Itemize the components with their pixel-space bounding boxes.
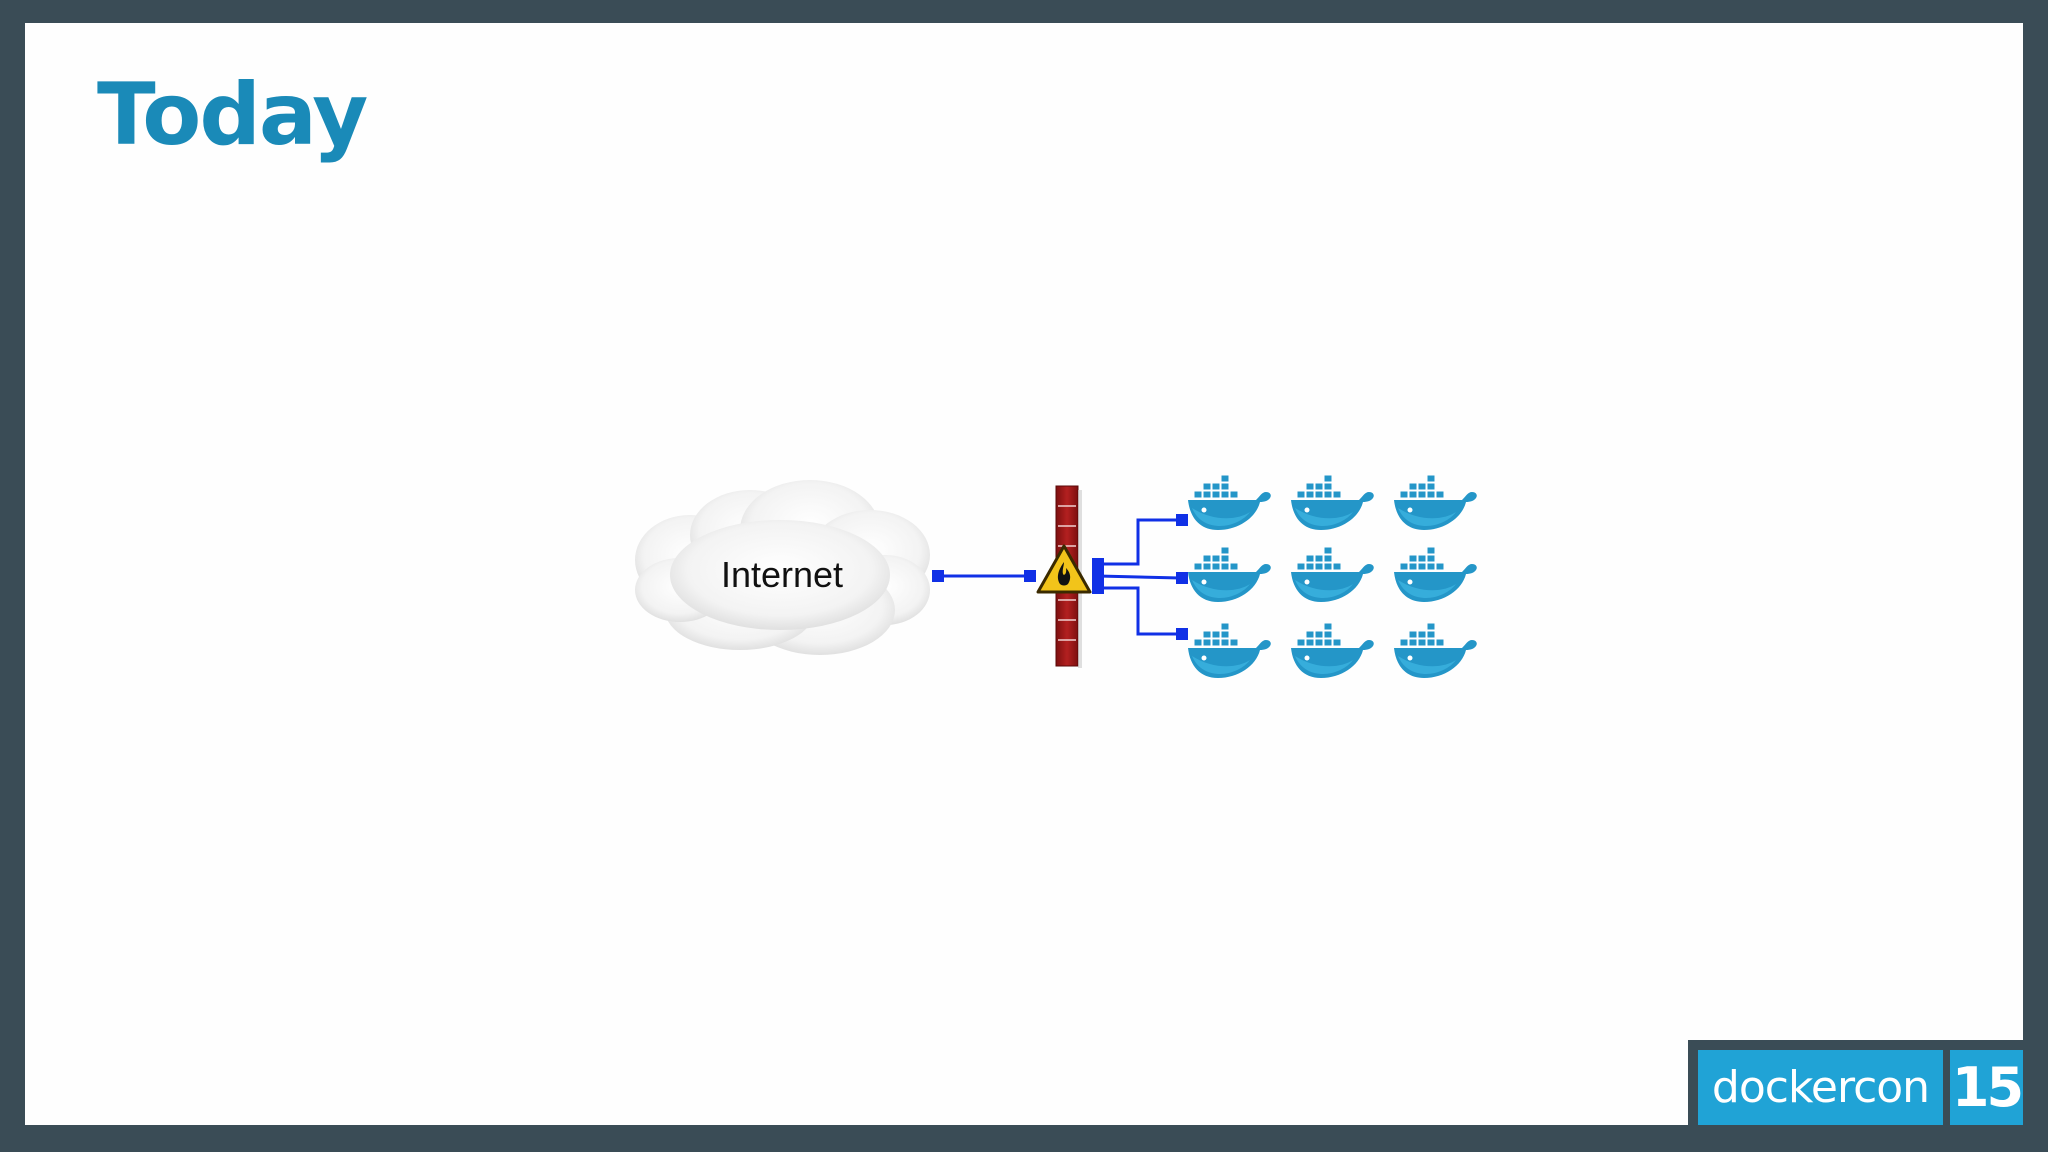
docker-whale-icon [1290,546,1375,603]
internet-firewall-link [932,570,1036,582]
docker-whale-icon [1290,622,1375,679]
brand-number: 15 [1950,1050,2024,1125]
docker-whale-icon [1393,622,1478,679]
brand-name: dockercon [1698,1050,1943,1125]
slide-title: Today [97,65,368,165]
container-grid [1187,474,1478,679]
docker-whale-icon [1187,546,1272,603]
docker-whale-icon [1393,546,1478,603]
internet-cloud: Internet [635,480,930,655]
firewall-icon [1036,485,1092,668]
cloud-label: Internet [721,554,843,595]
docker-whale-icon [1393,474,1478,531]
docker-whale-icon [1187,622,1272,679]
dockercon-branding: dockercon 15 [1688,1040,2024,1125]
link-ports [1092,514,1188,640]
docker-whale-icon [1187,474,1272,531]
docker-whale-icon [1290,474,1375,531]
firewall-container-links [1097,518,1181,636]
fire-warning-icon [1036,544,1092,594]
